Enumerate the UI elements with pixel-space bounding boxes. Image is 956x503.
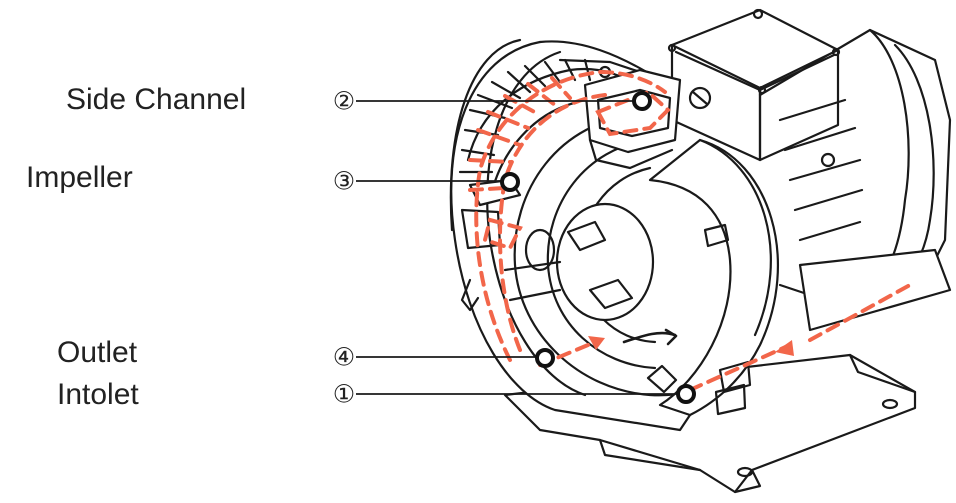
callout-number-4: ④ [332,342,356,372]
callout-number-3: ③ [332,166,356,196]
front-cover [646,138,779,417]
point-markers [500,91,696,404]
impeller-label: Impeller [26,161,133,194]
marker-impeller [500,172,520,192]
blower-drawing [449,8,952,494]
callout-lines [356,100,684,395]
marker-outlet [535,348,555,368]
callout-number-1: ① [332,379,356,409]
outlet-label: Outlet [57,336,138,369]
arrowhead-inlet [775,340,794,356]
flow-arrowheads [588,336,794,356]
arrowhead-outlet [588,336,605,350]
marker-side-channel [632,91,652,111]
callout-number-2: ② [332,86,356,116]
inlet-label: Intolet [57,378,139,411]
side-channel-label: Side Channel [66,83,247,116]
motor-housing [758,28,952,332]
impeller-disc [503,113,762,397]
marker-inlet [676,384,696,404]
